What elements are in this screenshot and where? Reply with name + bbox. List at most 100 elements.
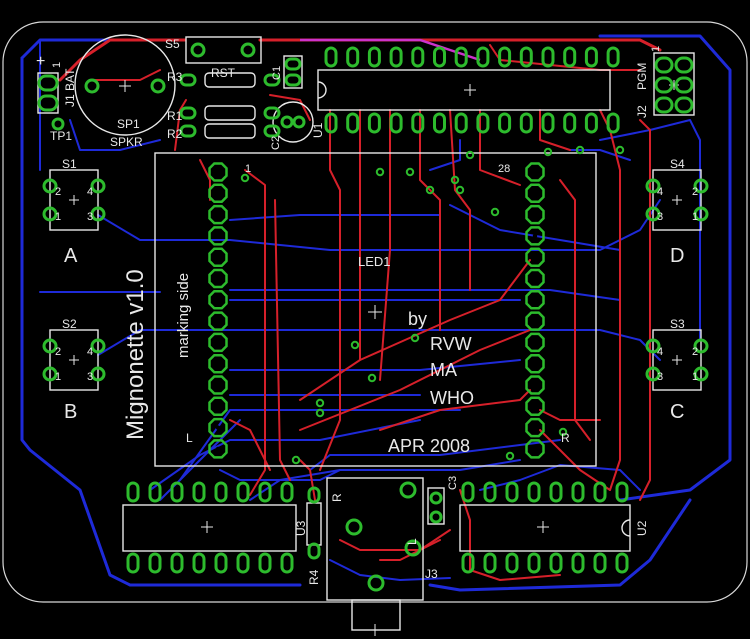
via [367,373,377,383]
s1-outline [49,169,99,231]
top-trace [319,109,341,471]
top-trace [539,409,601,421]
s4-pin2: 2 [692,186,698,198]
j3-plug-outline [351,599,401,631]
u2-pad [571,552,585,574]
top-trace [339,529,451,551]
u2-pad [615,552,629,574]
resistor-pad [263,106,281,120]
pad-hole [215,233,221,239]
u2-pad [527,552,541,574]
via [350,340,360,350]
rst-label: RST [211,66,236,80]
r4-pad [307,542,321,560]
top-trace [229,419,271,471]
j3-pad [399,481,417,499]
board-outline [2,21,748,603]
switch-pad [42,178,58,194]
battery-pin-label: 1 [51,62,63,68]
c1-pad [284,57,302,71]
resistor-body [204,105,256,121]
pad-hole [532,297,538,302]
bottom-trace [229,289,621,301]
u1-pad [454,112,468,134]
s3-pin1: 1 [692,371,698,383]
switch-pad [645,338,661,354]
pad-hole [215,318,221,324]
u2-pad [549,481,563,503]
s4-pin1: 1 [692,211,698,223]
via [543,147,553,157]
tp1-label: TP1 [50,129,72,143]
pad-hole [532,233,538,239]
u2-pad [593,481,607,503]
via [455,185,465,195]
u1-pad [606,112,620,134]
u2-pad [505,481,519,503]
u1-pad [606,46,620,68]
bottom-trace [479,464,641,491]
u2-pad [549,552,563,574]
u1-pad [519,112,533,134]
s1-pin4: 4 [87,186,93,198]
led-pad-right [525,353,545,374]
ground-trace-right [598,34,732,502]
pad-hole [532,446,538,452]
battery-label: J1 BAT [63,68,77,107]
u3-pad [258,481,272,503]
by-label: by [408,309,427,329]
via [505,451,515,461]
top-trace [639,119,651,501]
c3-pad [429,510,443,524]
pgm-header-outline [653,52,695,116]
highlight-trace [300,38,481,62]
u2-pad [593,552,607,574]
r4-outline [306,502,322,546]
u1-pad [541,112,555,134]
switch-pad [693,366,709,382]
switch-pad [42,366,58,382]
component-pads [37,42,709,592]
pad-hole [532,404,538,409]
r2-label: R2 [167,127,183,141]
switch-pad [90,206,106,222]
switch-pad [693,178,709,194]
led-pad-left [208,332,228,353]
pad-hole [215,169,221,175]
bottom-trace [69,119,161,151]
u1-pad [411,112,425,134]
u1-pad [563,112,577,134]
switch-pad [693,338,709,354]
pad-hole [215,446,221,452]
led-pad-right [525,375,545,395]
pad-hole [532,169,538,175]
c3-outline [427,487,445,525]
top-trace [299,329,531,431]
r4-label: R4 [307,569,321,585]
via [315,398,325,408]
u3-pad [236,552,250,574]
u1-pad [476,46,490,68]
u1-pad [324,112,338,134]
u2-pad [461,552,475,574]
u1-pad [584,46,598,68]
u3-pad [280,481,294,503]
led-l-label: L [186,431,193,445]
date-label: APR 2008 [388,436,470,456]
led-pad-left [208,311,228,331]
battery-pad-1 [37,74,59,92]
resistor-pad [263,73,281,87]
pgm-pad [674,96,694,114]
s1-label: S1 [62,157,77,171]
c1-outline [283,55,303,89]
u2-outline [459,504,631,552]
u2-pad [571,481,585,503]
s2-pin2: 2 [55,346,61,358]
via [315,408,325,418]
speaker-pad-plus [84,78,100,94]
s4-pin3: 3 [657,211,663,223]
led-pad-left [208,353,228,374]
via [465,150,475,160]
via [410,333,420,343]
